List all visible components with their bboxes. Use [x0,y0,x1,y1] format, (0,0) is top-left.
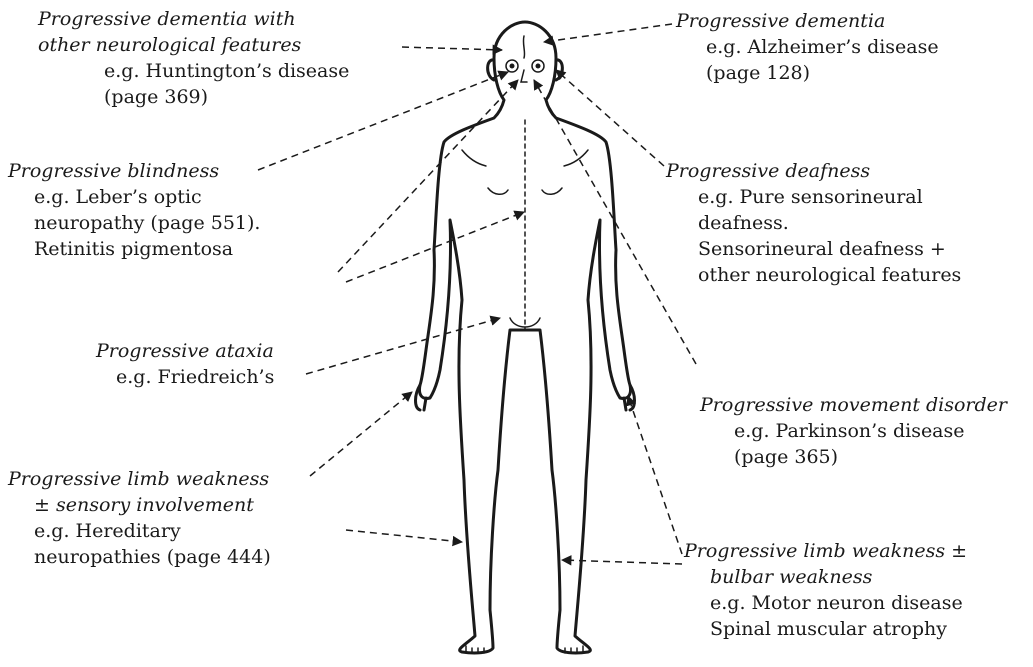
label-example: neuropathies (page 444) [8,544,271,570]
label-example: (page 128) [676,60,939,86]
label-example: Sensorineural deafness + [666,236,961,262]
brain-fold [523,36,524,58]
label-title: Progressive dementia with [38,6,349,32]
label-example: e.g. Alzheimer’s disease [676,34,939,60]
arrow-deafness [556,70,664,166]
label-dementia: Progressive dementia e.g. Alzheimer’s di… [676,8,939,86]
arrow-dementia-neuro [402,47,502,50]
pupil-right [536,64,541,69]
label-example: Retinitis pigmentosa [8,236,260,262]
label-example: e.g. Huntington’s disease [38,58,349,84]
label-blindness: Progressive blindness e.g. Leber’s optic… [8,158,260,262]
label-example: e.g. Friedreich’s [96,364,274,390]
label-title: ± sensory involvement [8,492,271,518]
label-title: Progressive blindness [8,158,260,184]
label-example: e.g. Hereditary [8,518,271,544]
label-title: Progressive limb weakness [8,466,271,492]
chest-right [542,188,562,194]
human-outline [419,22,630,653]
label-movement: Progressive movement disorder e.g. Parki… [700,392,1007,470]
label-example: (page 369) [38,84,349,110]
label-example: (page 365) [700,444,1007,470]
label-example: e.g. Parkinson’s disease [700,418,1007,444]
label-dementia-neuro: Progressive dementia with other neurolog… [38,6,349,110]
label-title: Progressive limb weakness ± [684,538,967,564]
label-limb-bulbar: Progressive limb weakness ± bulbar weakn… [684,538,967,642]
label-title: Progressive deafness [666,158,961,184]
label-title: Progressive ataxia [96,338,274,364]
label-example: other neurological features [666,262,961,288]
label-example: e.g. Pure sensorineural [666,184,961,210]
arrow-limb-bulbar-2 [628,396,682,554]
label-example: Spinal muscular atrophy [684,616,967,642]
nose [521,70,527,82]
label-deafness: Progressive deafness e.g. Pure sensorine… [666,158,961,288]
chest-left [488,188,508,194]
arrow-limb-sensory-1 [310,392,412,476]
label-title: other neurological features [38,32,349,58]
pupil-left [510,64,515,69]
arrow-ataxia-1 [338,80,518,272]
label-title: Progressive movement disorder [700,392,1007,418]
label-limb-sensory: Progressive limb weakness ± sensory invo… [8,466,271,570]
label-example: deafness. [666,210,961,236]
label-title: bulbar weakness [684,564,967,590]
arrow-limb-sensory-2 [346,530,462,542]
label-title: Progressive dementia [676,8,939,34]
arrow-dementia [544,24,672,42]
label-example: e.g. Motor neuron disease [684,590,967,616]
shoulder-left [462,150,486,166]
label-example: e.g. Leber’s optic [8,184,260,210]
arrow-ataxia-3 [306,318,500,374]
label-example: neuropathy (page 551). [8,210,260,236]
label-ataxia: Progressive ataxia e.g. Friedreich’s [96,338,274,390]
